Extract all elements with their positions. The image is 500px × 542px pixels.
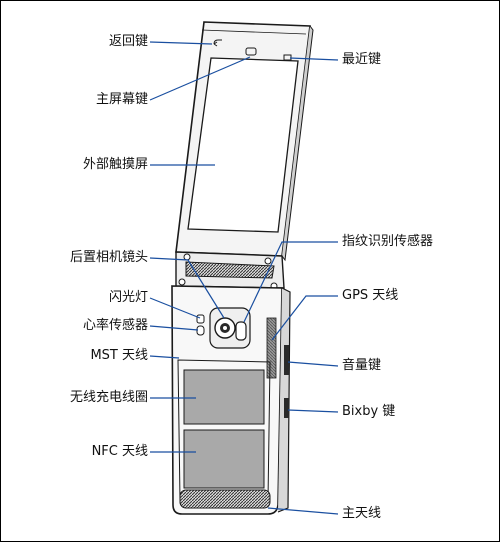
callout-fingerprint xyxy=(243,241,338,323)
outer-screen xyxy=(187,57,299,233)
wireless-coil xyxy=(183,369,265,425)
bixby-key xyxy=(284,398,289,418)
label-flash: 闪光灯 xyxy=(108,290,148,305)
label-fingerprint-sensor: 指纹识别传感器 xyxy=(342,234,434,249)
upper-lid xyxy=(175,21,314,262)
label-gps-antenna: GPS 天线 xyxy=(342,288,399,303)
callout-heart-rate xyxy=(149,325,199,331)
label-volume-key: 音量键 xyxy=(342,358,382,373)
lower-body xyxy=(171,285,291,515)
callout-rear-camera xyxy=(149,257,225,319)
label-outer-touchscreen: 外部触摸屏 xyxy=(82,157,148,172)
nfc-antenna xyxy=(183,429,265,489)
callout-mst xyxy=(149,355,180,359)
label-wireless-coil: 无线充电线圈 xyxy=(69,390,148,405)
main-antenna-grill xyxy=(179,489,271,509)
label-rear-camera: 后置相机镜头 xyxy=(69,250,148,265)
heart-rate-sensor xyxy=(196,325,205,336)
label-nfc-antenna: NFC 天线 xyxy=(91,444,148,459)
callout-volume xyxy=(287,361,339,367)
home-key-icon xyxy=(245,47,257,56)
label-bixby-key: Bixby 键 xyxy=(342,404,396,419)
volume-key xyxy=(284,345,289,375)
callout-lines xyxy=(149,41,339,515)
label-home-key: 主屏幕键 xyxy=(95,92,148,107)
label-main-antenna: 主天线 xyxy=(342,506,382,521)
back-key-icon xyxy=(213,39,222,47)
label-back-key: 返回键 xyxy=(108,34,148,49)
callout-flash xyxy=(149,297,201,319)
flash xyxy=(196,314,205,324)
callout-recent-key xyxy=(289,57,339,61)
label-heart-rate-sensor: 心率传感器 xyxy=(82,318,148,333)
label-recent-key: 最近键 xyxy=(342,52,382,67)
label-mst-antenna: MST 天线 xyxy=(90,348,148,363)
callout-home-key xyxy=(149,56,251,101)
gps-antenna-strip xyxy=(266,317,277,379)
callout-gps xyxy=(271,295,338,341)
fingerprint-sensor xyxy=(235,321,247,341)
callout-main-antenna xyxy=(267,507,339,515)
callout-bixby xyxy=(287,409,339,413)
callout-back-key xyxy=(149,41,213,45)
hinge xyxy=(175,251,285,290)
